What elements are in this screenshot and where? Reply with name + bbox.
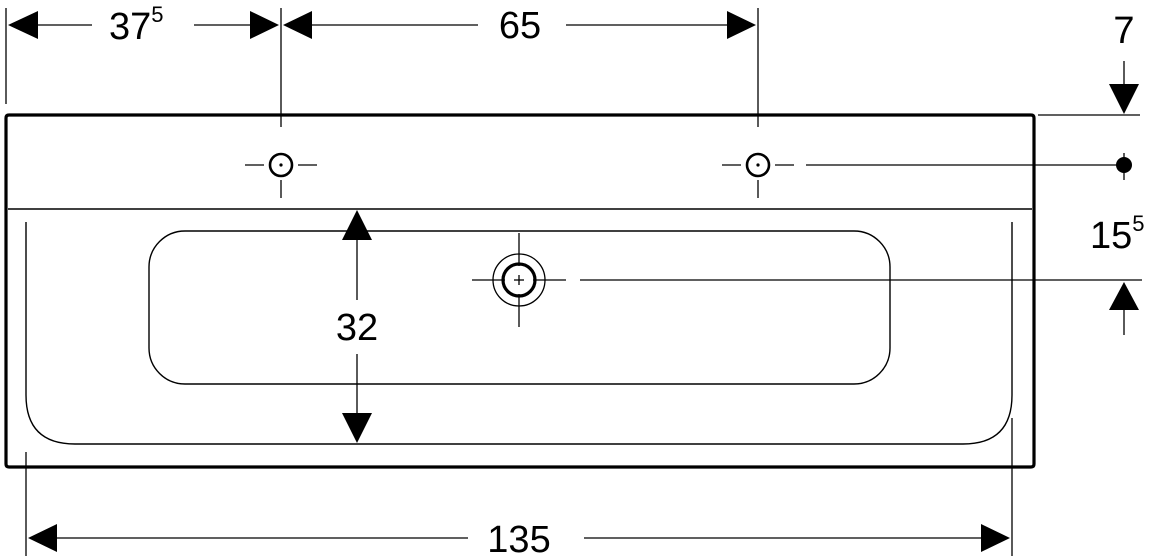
dimension-overall-width-label: 135 [487, 519, 550, 560]
dimension-tap-hole-offset: 375 [5, 2, 279, 104]
dimension-basin-depth: 32 [336, 210, 378, 443]
dimension-top-edge-depth: 7 [1038, 10, 1140, 180]
dimension-tap-hole-spacing-label: 65 [499, 5, 541, 47]
dimension-tap-hole-offset-label: 375 [109, 2, 164, 48]
tap-hole-right-circle [745, 152, 771, 178]
dimension-drain-offset-label: 155 [1090, 211, 1145, 257]
tap-hole-left-circle [268, 152, 294, 178]
dimension-basin-depth-label: 32 [336, 307, 378, 349]
dimension-overall-width: 135 [25, 418, 1013, 560]
dimension-drain-offset: 155 [1090, 211, 1145, 335]
tap-hole-right [722, 8, 1118, 198]
basin-inner-contour [25, 222, 1013, 445]
dimension-tap-hole-spacing: 65 [283, 5, 756, 47]
basin-outer-contour [4, 113, 1036, 469]
dimension-top-edge-depth-label: 7 [1113, 10, 1134, 52]
drain-hole [472, 233, 1142, 327]
basin-bowl [148, 230, 891, 385]
tap-hole-left [245, 8, 317, 198]
washbasin-outline [4, 113, 1036, 469]
